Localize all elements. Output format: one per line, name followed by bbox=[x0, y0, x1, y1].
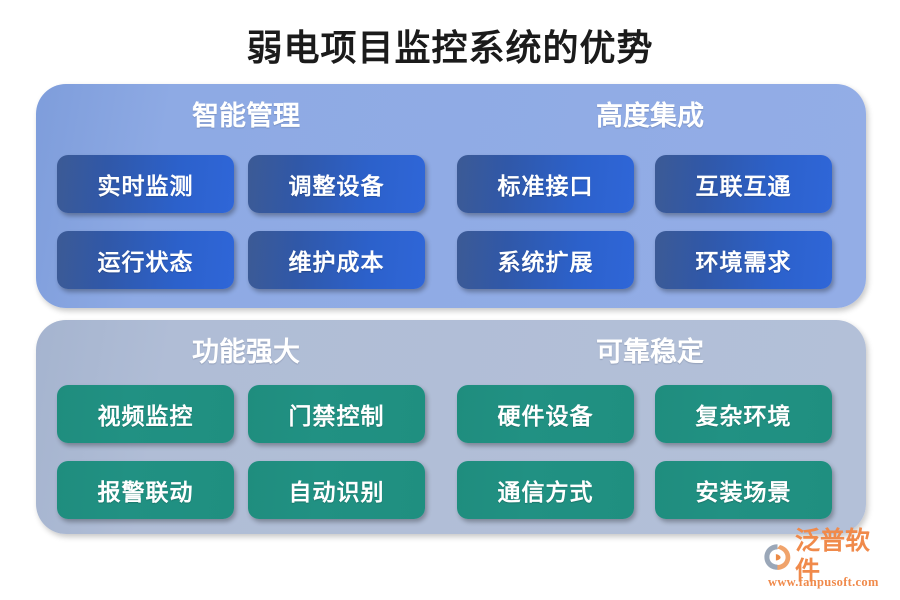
panel-grey: 功能强大 可靠稳定 视频监控 门禁控制 硬件设备 复杂环境 报警联动 自动识别 … bbox=[36, 320, 866, 534]
page-title: 弱电项目监控系统的优势 bbox=[246, 28, 654, 68]
logo-row: 泛普软件 bbox=[762, 528, 892, 585]
item-green-auto-recognition[interactable]: 自动识别 bbox=[248, 461, 425, 519]
item-blue-environment-demand[interactable]: 环境需求 bbox=[655, 231, 832, 289]
logo-website-url: www.fanpusoft.com bbox=[768, 575, 879, 589]
item-blue-system-expansion[interactable]: 系统扩展 bbox=[457, 231, 634, 289]
group-heading-powerful-function: 功能强大 bbox=[192, 337, 300, 367]
item-green-alarm-linkage[interactable]: 报警联动 bbox=[57, 461, 234, 519]
fanpu-swoosh-logo-icon bbox=[762, 542, 792, 572]
item-green-video-surveillance[interactable]: 视频监控 bbox=[57, 385, 234, 443]
item-green-hardware-device[interactable]: 硬件设备 bbox=[457, 385, 634, 443]
panel-blue: 智能管理 高度集成 实时监测 调整设备 标准接口 互联互通 运行状态 维护成本 … bbox=[36, 84, 866, 308]
item-blue-standard-interface[interactable]: 标准接口 bbox=[457, 155, 634, 213]
logo-company-name: 泛普软件 bbox=[795, 528, 871, 585]
item-blue-adjust-equipment[interactable]: 调整设备 bbox=[248, 155, 425, 213]
item-blue-interconnection[interactable]: 互联互通 bbox=[655, 155, 832, 213]
item-green-access-control[interactable]: 门禁控制 bbox=[248, 385, 425, 443]
group-heading-high-integration: 高度集成 bbox=[596, 101, 704, 131]
group-heading-reliable-stable: 可靠稳定 bbox=[596, 337, 704, 367]
item-green-communication-mode[interactable]: 通信方式 bbox=[457, 461, 634, 519]
group-heading-intelligent-management: 智能管理 bbox=[192, 101, 300, 131]
brand-logo[interactable]: 泛普软件 www.fanpusoft.com bbox=[762, 528, 892, 591]
item-blue-running-status[interactable]: 运行状态 bbox=[57, 231, 234, 289]
item-green-installation-scene[interactable]: 安装场景 bbox=[655, 461, 832, 519]
item-blue-realtime-monitoring[interactable]: 实时监测 bbox=[57, 155, 234, 213]
item-blue-maintenance-cost[interactable]: 维护成本 bbox=[248, 231, 425, 289]
item-green-complex-environment[interactable]: 复杂环境 bbox=[655, 385, 832, 443]
